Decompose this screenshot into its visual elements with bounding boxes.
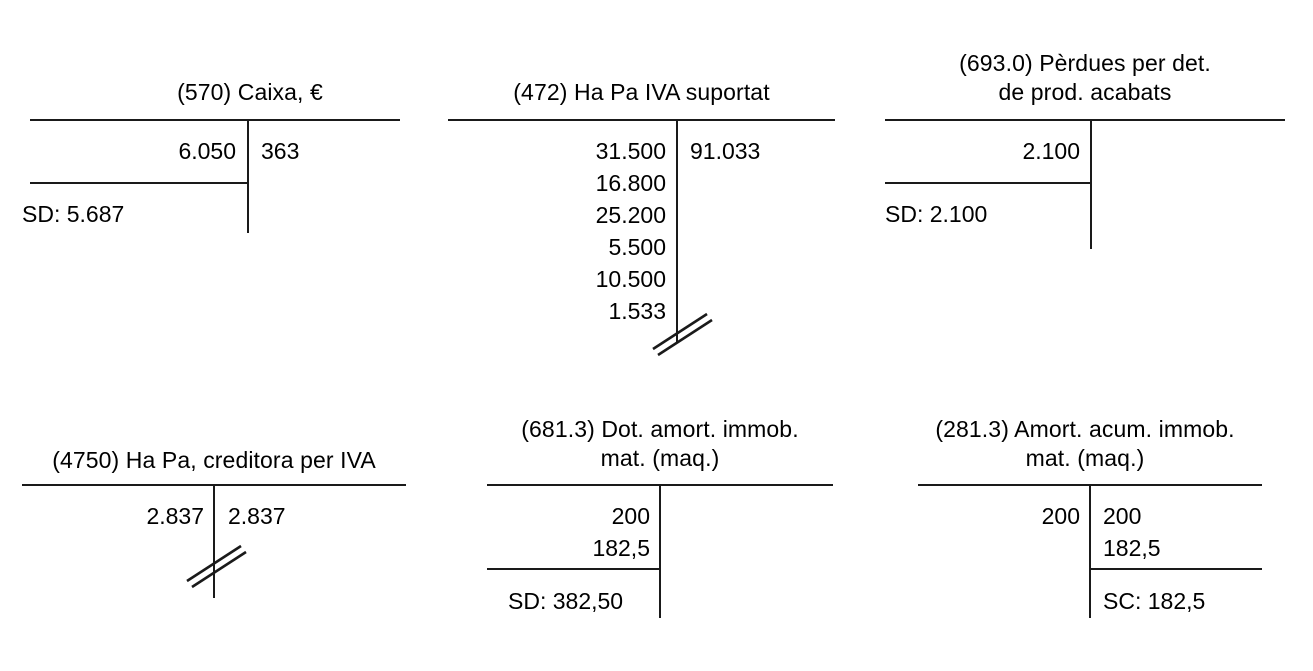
t-account-681-3: (681.3) Dot. amort. immob. mat. (maq.) 2… [487, 416, 833, 618]
credit-entry: 363 [261, 138, 300, 164]
debit-entry: 16.800 [595, 170, 666, 196]
debit-entry: 6.050 [178, 138, 236, 164]
account-divider-681-3 [659, 484, 661, 618]
account-balance-rule-681-3 [487, 568, 659, 570]
account-divider-4750 [213, 484, 215, 598]
account-balance-rule-281-3 [1089, 568, 1262, 570]
closed-account-mark-icon [186, 544, 247, 589]
account-balance-281-3: SC: 182,5 [1103, 588, 1206, 614]
account-balance-rule-693-0 [885, 182, 1091, 184]
account-balance-570: SD: 5.687 [22, 201, 125, 227]
account-divider-570 [247, 119, 249, 233]
debit-entry: 5.500 [608, 234, 666, 260]
account-title-472: (472) Ha Pa IVA suportat [513, 79, 770, 105]
account-top-rule-570 [30, 119, 400, 121]
account-divider-281-3 [1089, 484, 1091, 618]
account-title-4750: (4750) Ha Pa, creditora per IVA [52, 447, 376, 473]
credit-entry: 182,5 [1103, 535, 1161, 561]
account-divider-472 [676, 119, 678, 343]
t-account-4750: (4750) Ha Pa, creditora per IVA 2.837 2.… [0, 0, 440, 671]
account-title-681-3: (681.3) Dot. amort. immob. mat. (maq.) [521, 416, 799, 471]
account-divider-693-0 [1090, 119, 1092, 249]
debit-entry: 2.837 [146, 503, 204, 529]
account-top-rule-472 [448, 119, 835, 121]
credit-entry: 200 [1103, 503, 1142, 529]
account-title-281-3: (281.3) Amort. acum. immob. mat. (maq.) [935, 416, 1235, 471]
account-balance-rule-570 [30, 182, 248, 184]
debit-entry: 1.533 [608, 298, 666, 324]
debit-entry: 10.500 [595, 266, 666, 292]
account-balance-681-3: SD: 382,50 [508, 588, 624, 614]
credit-entry: 91.033 [690, 138, 761, 164]
debit-entry: 2.100 [1022, 138, 1080, 164]
account-title-693-0: (693.0) Pèrdues per det. de prod. acabat… [959, 50, 1211, 105]
debit-entry: 200 [1041, 503, 1080, 529]
debit-entry: 31.500 [595, 138, 666, 164]
credit-entry: 2.837 [228, 503, 286, 529]
account-top-rule-693-0 [885, 119, 1285, 121]
t-account-570: (570) Caixa, € 6.050 363 SD: 5.687 [0, 0, 440, 260]
debit-entry: 200 [611, 503, 650, 529]
account-balance-693-0: SD: 2.100 [885, 201, 988, 227]
t-account-693-0: (693.0) Pèrdues per det. de prod. acabat… [0, 0, 1313, 300]
t-account-472: (472) Ha Pa IVA suportat 31.500 16.800 2… [0, 0, 880, 370]
account-title-570: (570) Caixa, € [177, 79, 323, 105]
debit-entry: 25.200 [595, 202, 666, 228]
closed-account-mark-icon [652, 312, 713, 357]
debit-entry: 182,5 [592, 535, 650, 561]
